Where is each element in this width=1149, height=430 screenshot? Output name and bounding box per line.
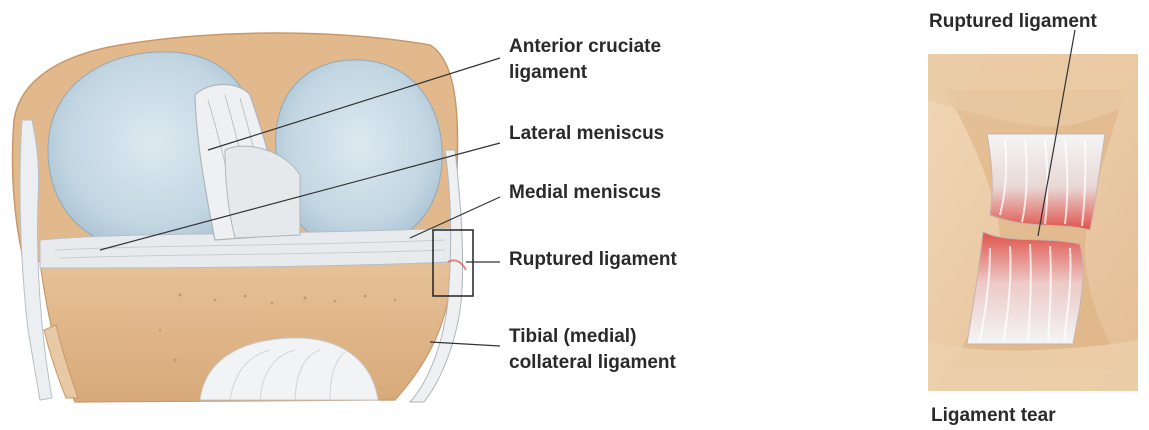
label-acl-line2: ligament — [509, 62, 588, 83]
label-acl-line1: Anterior cruciate — [509, 36, 661, 57]
label-tibial-line2: collateral ligament — [509, 352, 677, 373]
tear-inset — [928, 30, 1138, 391]
label-medial-meniscus: Medial meniscus — [509, 182, 661, 203]
label-lateral-meniscus: Lateral meniscus — [509, 123, 664, 144]
label-tibial-line1: Tibial (medial) — [509, 326, 636, 347]
medial-condyle — [276, 60, 442, 248]
label-ligament-tear: Ligament tear — [931, 405, 1056, 426]
label-ruptured-ligament: Ruptured ligament — [509, 249, 678, 270]
label-tear-ruptured-ligament: Ruptured ligament — [929, 11, 1098, 32]
